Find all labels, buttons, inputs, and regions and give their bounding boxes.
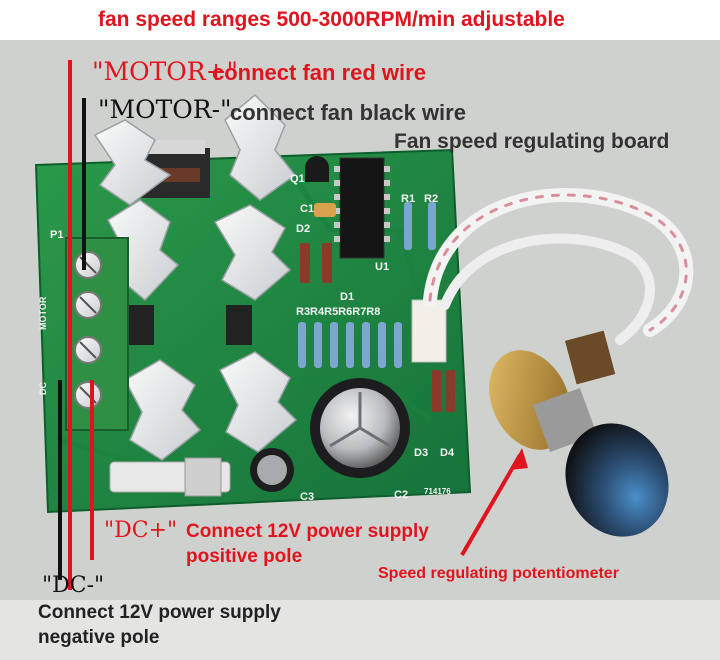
silk-d2: D2 bbox=[296, 223, 310, 235]
dc-plus-label-line2: positive pole bbox=[186, 546, 303, 567]
mosfet-left bbox=[128, 305, 154, 345]
silk-r1: R1 bbox=[401, 193, 415, 205]
resistor-r2 bbox=[428, 202, 436, 250]
ribbon-cable bbox=[423, 188, 694, 345]
title-text: fan speed ranges 500-3000RPM/min adjusta… bbox=[98, 8, 565, 31]
silk-p1: P1 bbox=[50, 229, 63, 241]
board-label: Fan speed regulating board bbox=[394, 130, 670, 153]
dc-minus-label-line1: Connect 12V power supply bbox=[38, 602, 281, 623]
dc-plus-tag: "DC+" bbox=[104, 518, 178, 543]
diode-d1 bbox=[322, 243, 332, 283]
transistor-q1 bbox=[305, 156, 329, 182]
dc-minus-tag: "DC-" bbox=[42, 573, 105, 598]
pot-arrow-line bbox=[460, 453, 522, 557]
fuse bbox=[109, 457, 231, 497]
silk-code: 714176 bbox=[424, 487, 451, 496]
diode-d2 bbox=[300, 243, 310, 283]
mosfet-mid bbox=[226, 305, 252, 345]
ic-chip bbox=[334, 157, 390, 259]
dc-plus-label-line1: Connect 12V power supply bbox=[186, 521, 429, 542]
silk-c3: C3 bbox=[300, 491, 314, 503]
resistor-r1 bbox=[404, 202, 412, 250]
motor-plus-tag: "MOTOR+" bbox=[92, 57, 239, 86]
silk-c1: C1 bbox=[300, 203, 314, 215]
heatsink-mid-right bbox=[213, 204, 292, 301]
annotation-lines bbox=[58, 60, 522, 590]
pot-arrow-head bbox=[510, 448, 528, 470]
silk-u1: U1 bbox=[375, 261, 389, 273]
potentiometer bbox=[489, 330, 669, 537]
silk-dc: DC bbox=[38, 382, 48, 395]
heatsink-top-right bbox=[224, 93, 297, 201]
silk-motor: MOTOR bbox=[38, 296, 48, 330]
silk-c2: C2 bbox=[394, 489, 408, 501]
motor-minus-label: connect fan black wire bbox=[230, 100, 466, 125]
resistor-row bbox=[298, 322, 402, 368]
diode-d4 bbox=[446, 370, 455, 412]
capacitor-c1 bbox=[314, 203, 336, 217]
motor-plus-label: connect fan red wire bbox=[212, 60, 426, 85]
silk-d3: D3 bbox=[414, 447, 428, 459]
potentiometer-knob bbox=[565, 423, 669, 537]
screw-terminal-block bbox=[65, 237, 129, 431]
cable-connector bbox=[411, 299, 447, 363]
dc-minus-label-line2: negative pole bbox=[38, 627, 160, 648]
silk-d4: D4 bbox=[440, 447, 455, 459]
heatsink-top-left bbox=[93, 119, 172, 206]
motor-minus-tag: "MOTOR-" bbox=[98, 95, 232, 124]
silk-q1: Q1 bbox=[290, 173, 305, 185]
heatsink-bottom-right bbox=[218, 351, 298, 453]
heatsink-bottom-left bbox=[123, 359, 202, 461]
diode-d3 bbox=[432, 370, 441, 412]
capacitor-c3 bbox=[250, 448, 294, 492]
potentiometer-label: Speed regulating potentiometer bbox=[378, 565, 619, 582]
capacitor-c2 bbox=[310, 378, 410, 478]
silk-resistor-row: R3R4R5R6R7R8 bbox=[296, 306, 380, 318]
silk-r2: R2 bbox=[424, 193, 438, 205]
silk-d1: D1 bbox=[340, 291, 354, 303]
